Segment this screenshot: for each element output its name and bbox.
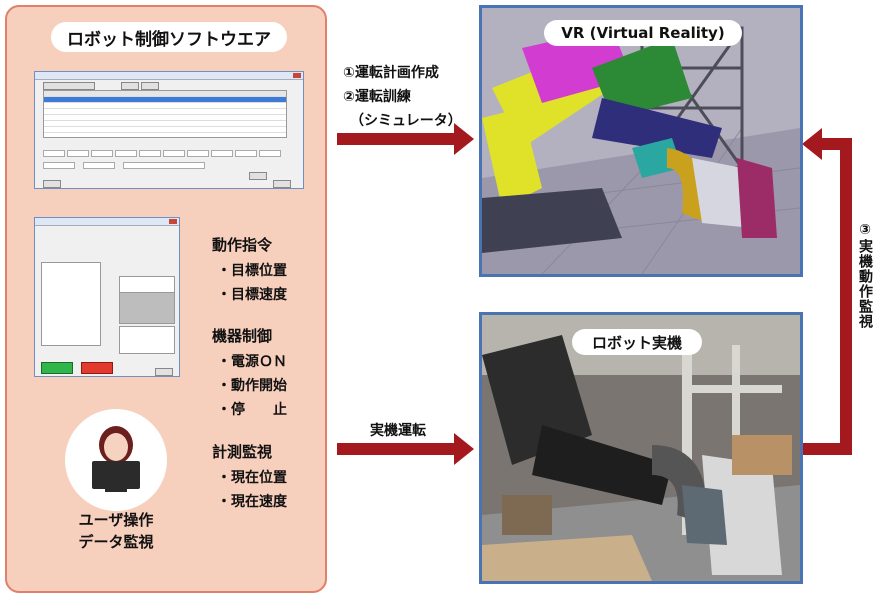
arrow-monitor-feedback (802, 128, 852, 455)
device-control-item: ・動作開始 (217, 378, 287, 394)
motion-command-heading: 動作指令 (212, 236, 273, 254)
device-control-item: ・電源ＯＮ (217, 354, 287, 370)
software-window-teaching (34, 71, 304, 189)
device-control-heading: 機器制御 (212, 327, 273, 345)
motion-command-item: ・目標速度 (217, 287, 287, 303)
vr-box: VR (Virtual Reality) (479, 5, 803, 277)
motion-command-item: ・目標位置 (217, 263, 287, 279)
software-window-control (34, 217, 180, 377)
vr-scene-image (482, 8, 800, 274)
real-robot-box-title: ロボット実機 (572, 329, 702, 355)
real-robot-photo (482, 315, 800, 581)
monitoring-item: ・現在速度 (217, 494, 287, 510)
arrow-to-vr (337, 123, 474, 155)
monitoring-heading: 計測監視 (212, 443, 273, 461)
arrow-label-simulator: （シミュレータ） (350, 113, 462, 129)
vr-box-title: VR (Virtual Reality) (544, 20, 742, 46)
arrow-label-training: ②運転訓練 (343, 89, 411, 105)
operator-icon (92, 426, 140, 492)
panel-title: ロボット制御ソフトウエア (51, 22, 287, 52)
user-caption-line1: ユーザ操作 (78, 511, 154, 529)
arrow-label-plan: ①運転計画作成 (343, 65, 439, 81)
user-avatar-circle (65, 409, 167, 511)
arrow-to-real-robot (337, 433, 474, 465)
monitoring-item: ・現在位置 (217, 470, 287, 486)
robot-control-software-panel: ロボット制御ソフトウエア (5, 5, 327, 593)
user-caption-line2: データ監視 (78, 533, 154, 551)
real-robot-box: ロボット実機 (479, 312, 803, 584)
device-control-item: ・停 止 (217, 402, 287, 418)
arrow-label-monitoring: ③実機動作監視 (857, 222, 873, 329)
arrow-label-real-operation: 実機運転 (370, 423, 426, 439)
